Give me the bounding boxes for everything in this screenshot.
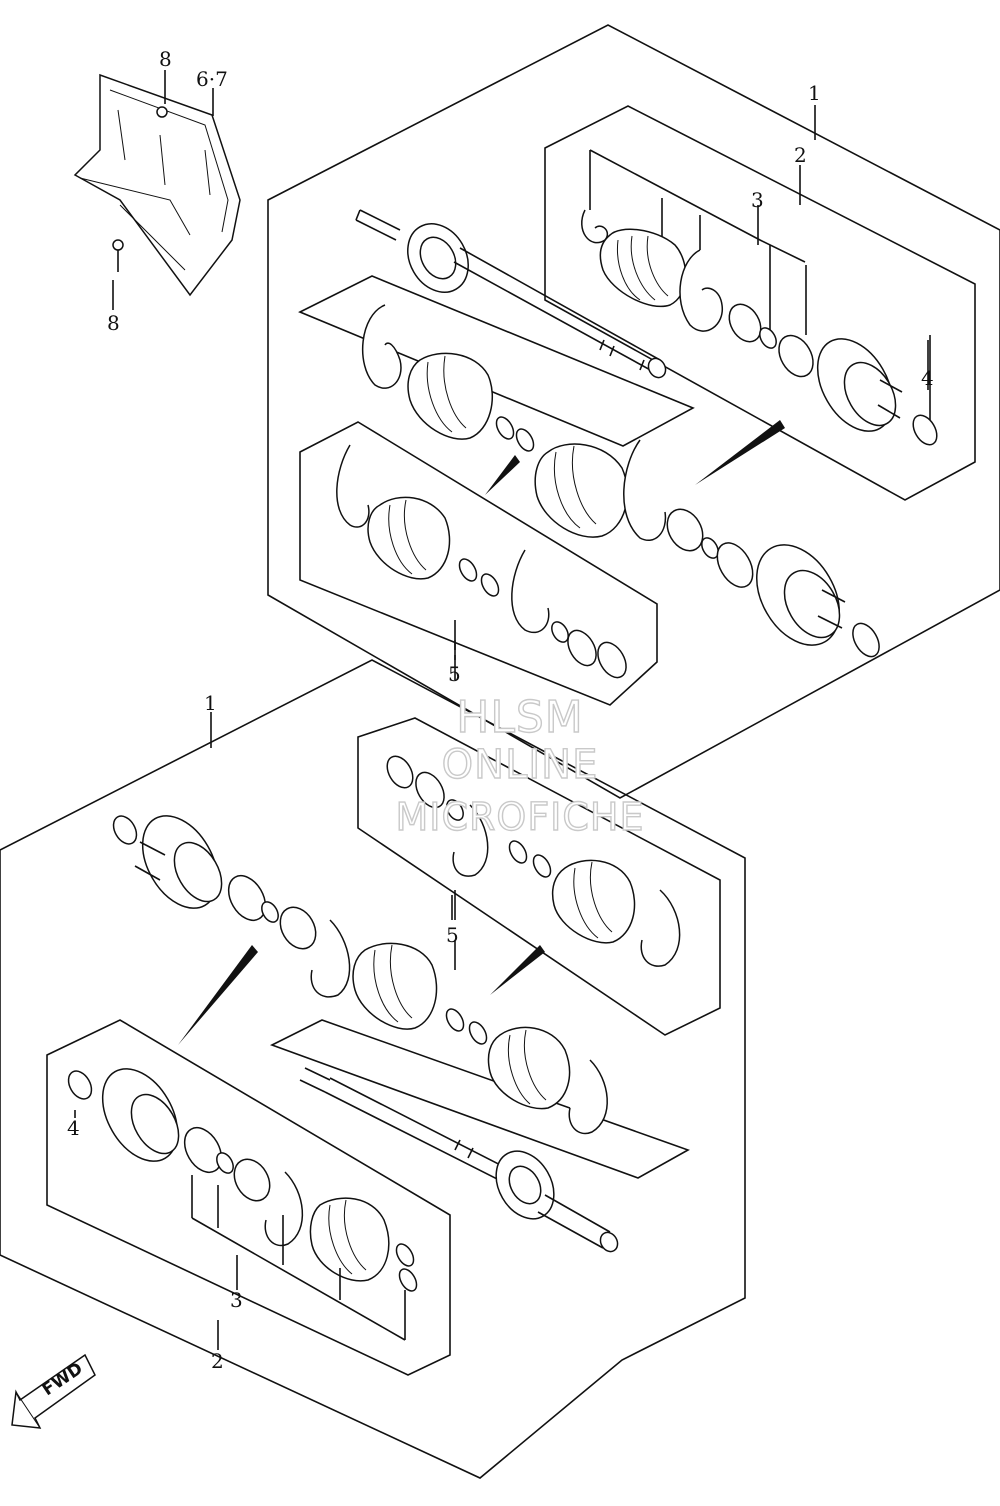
- protector-plate: [73, 73, 241, 297]
- callout-lower-assembly: 1: [204, 691, 217, 715]
- lower-outer-joint-kit-frame: [46, 1019, 451, 1376]
- callout-upper-boot-kit: 5: [448, 662, 461, 686]
- upper-assembly-frame: [267, 24, 1000, 799]
- upper-pointer-wedge-right: [695, 420, 785, 485]
- callout-lower-circlip: 4: [67, 1116, 80, 1140]
- callout-bolt-top: 8: [159, 47, 172, 71]
- callout-bolt-bottom: 8: [107, 311, 120, 335]
- protector-group: [73, 70, 241, 310]
- callout-lower-inner-kit: 3: [230, 1288, 243, 1312]
- upper-kit-parts: [581, 149, 938, 446]
- callout-lower-boot-kit: 5: [446, 923, 459, 947]
- upper-pointer-wedge-left: [485, 455, 520, 495]
- upper-assembly-group: [267, 24, 1000, 799]
- lower-assembly-group: [0, 659, 746, 1479]
- lower-assembly-frame: [0, 659, 746, 1479]
- lower-boot-kit-frame: [357, 717, 721, 1036]
- callout-upper-circlip: 4: [921, 366, 934, 390]
- upper-middle-parts: [534, 439, 880, 658]
- lower-boot-kit-parts: [386, 755, 681, 970]
- lower-pointer-wedge-left: [178, 945, 258, 1045]
- upper-leader-lines: [454, 105, 929, 660]
- callout-upper-inner-kit: 3: [751, 188, 764, 212]
- lower-main-parts: [112, 815, 608, 1135]
- upper-boot-kit-parts: [336, 304, 627, 680]
- upper-outer-joint-kit-frame: [544, 105, 976, 501]
- upper-boot-kit-frame: [299, 421, 658, 706]
- lower-shaft-band: [269, 1019, 690, 1179]
- callout-protector: 6·7: [196, 67, 228, 91]
- lower-leader-lines: [74, 712, 453, 1350]
- watermark-line-3: MICROFICHE: [395, 794, 645, 839]
- watermark-line-1: HLSM: [456, 691, 584, 743]
- lower-kit-parts: [67, 1068, 418, 1341]
- callout-lower-outer-kit: 2: [211, 1349, 224, 1373]
- upper-shaft-band: [298, 275, 695, 447]
- lower-axle-shaft: [299, 1067, 619, 1253]
- lower-pointer-wedge-right: [490, 945, 545, 995]
- callout-upper-assembly: 1: [808, 81, 821, 105]
- callout-upper-outer-kit: 2: [794, 143, 807, 167]
- upper-axle-shaft: [355, 209, 667, 379]
- fwd-arrow-icon: [11, 1353, 96, 1429]
- watermark-line-2: ONLINE: [441, 741, 599, 788]
